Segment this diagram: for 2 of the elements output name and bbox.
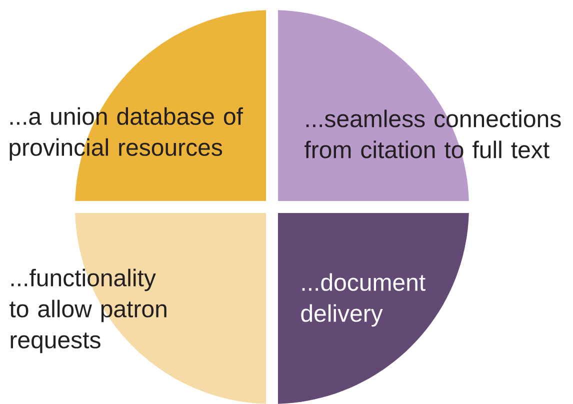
quadrant-segment: ...functionality to allow patron requests bbox=[10, 213, 266, 404]
quadrant-segment: ...document delivery bbox=[278, 213, 469, 404]
